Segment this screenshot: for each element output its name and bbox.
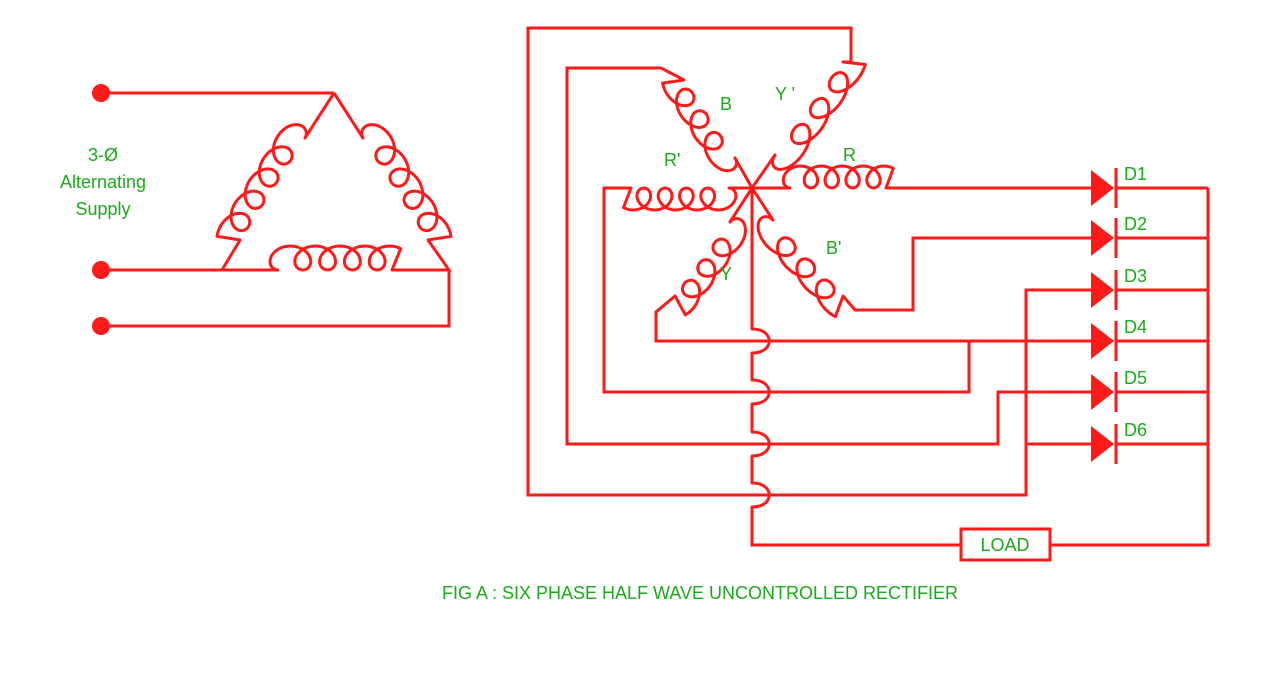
delta-coil-bottom [268,244,403,272]
supply-lead-3 [101,270,451,328]
diode-5-symbol [1091,374,1114,410]
diode-4-symbol [1091,323,1114,359]
diode-4-label: D4 [1124,317,1147,337]
diode-1-label: D1 [1124,164,1147,184]
delta-coil-left [215,123,308,242]
neutral-wire-bottom [750,512,961,547]
feed-d3-wire [526,26,1091,497]
winding-b-prime-coil [756,215,845,319]
supply-label-line1: 3-Ø [88,145,118,165]
label-winding-y: Y [720,264,732,284]
diode-6-label: D6 [1124,420,1147,440]
neutral-crossover-hops [750,327,771,514]
winding-y-prime-coil [771,60,867,171]
feed-d6-link [1024,442,1091,495]
delta-wire-right-bottom [392,239,452,272]
spoke-b-prime [750,187,775,221]
delta-wire-left-top [303,92,336,139]
label-winding-r-prime: R' [664,150,680,170]
label-winding-y-prime: Y ' [775,84,795,104]
secondary-star [622,60,961,547]
delta-wire-right-top [332,92,365,139]
delta-wire-left-bottom [219,239,278,272]
supply-label-line2: Alternating [60,172,146,192]
diode-2-symbol [1091,220,1114,256]
figure-caption: FIG A : SIX PHASE HALF WAVE UNCONTROLLED… [442,583,958,603]
label-winding-b-prime: B' [826,238,841,258]
feed-d6-wire [565,66,1091,446]
diode-1-symbol [1091,170,1114,206]
diode-3-symbol [1091,272,1114,308]
feed-d2 [841,236,1091,312]
feed-d5-wire [602,186,971,394]
load-box [959,527,1052,562]
diode-5-label: D5 [1124,368,1147,388]
label-winding-b: B [720,94,732,114]
feed-d4 [654,294,1091,343]
supply-label-line3: Supply [75,199,130,219]
diode-3-label: D3 [1124,266,1147,286]
spoke-y [728,187,754,223]
delta-coil-right [360,123,453,242]
load-label: LOAD [980,535,1029,555]
winding-y-coil [673,217,747,317]
cathode-bus [1050,188,1210,547]
primary-delta [92,84,453,335]
winding-r-prime-coil [622,186,738,212]
diode-2-label: D2 [1124,214,1147,234]
diode-6-symbol [1091,426,1114,462]
label-winding-r: R [843,145,856,165]
diode-feeds [526,26,1091,497]
winding-b-coil [661,78,738,173]
winding-r-coil [781,164,895,190]
